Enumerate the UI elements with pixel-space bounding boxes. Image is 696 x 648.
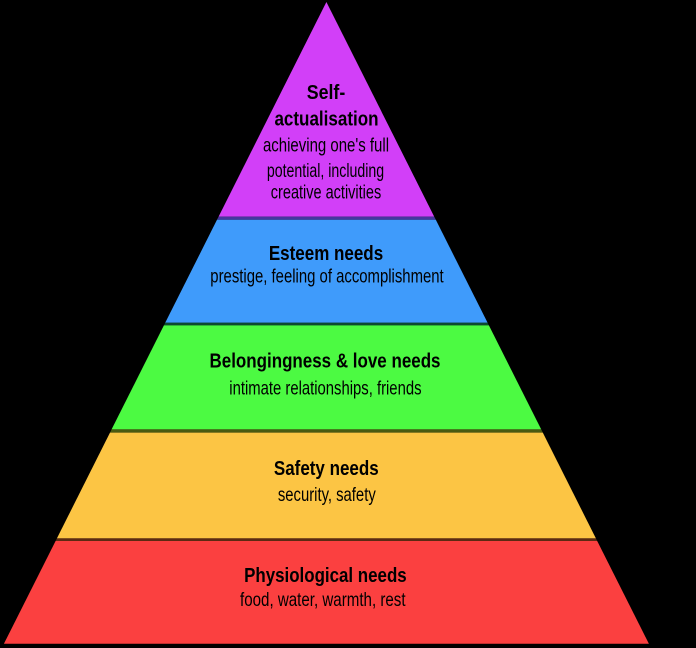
svg-text:prestige, feeling of accomplis: prestige, feeling of accomplishment: [210, 266, 444, 288]
svg-text:security, safety: security, safety: [278, 484, 376, 506]
svg-text:Belongingness & love needs: Belongingness & love needs: [210, 351, 441, 373]
svg-text:food, water, warmth, rest: food, water, warmth, rest: [240, 589, 406, 611]
svg-text:intimate relationships, friend: intimate relationships, friends: [229, 377, 421, 399]
svg-text:potential, including: potential, including: [267, 160, 384, 182]
svg-text:Esteem needs: Esteem needs: [269, 243, 383, 265]
svg-text:actualisation: actualisation: [274, 108, 378, 130]
svg-text:Safety needs: Safety needs: [274, 458, 379, 480]
svg-text:Physiological needs: Physiological needs: [244, 565, 407, 587]
svg-text:achieving one's full: achieving one's full: [263, 135, 389, 157]
svg-text:creative activities: creative activities: [271, 181, 382, 203]
svg-text:Self-: Self-: [307, 82, 346, 104]
